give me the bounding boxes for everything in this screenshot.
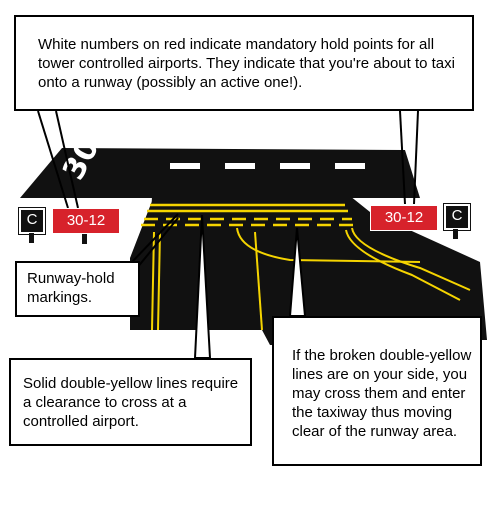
hold-sign-left: 30-12 [52, 208, 120, 234]
callout-runway-hold-markings: Runway-hold markings. [15, 261, 140, 317]
location-sign-left: C [18, 207, 46, 235]
pointer-line [37, 110, 69, 209]
runway-surface [20, 148, 420, 198]
sign-post [453, 229, 458, 239]
pointer-line [55, 110, 79, 209]
taxiway-curve-line [345, 229, 461, 301]
runway-centerline-dash [170, 163, 200, 169]
taxiway-curve-line [236, 227, 421, 263]
sign-post [82, 234, 87, 244]
callout-broken-lines: If the broken double-yellow lines are on… [272, 316, 482, 466]
runway-centerline-dash [280, 163, 310, 169]
sign-post [400, 231, 405, 241]
callout-mandatory-hold: White numbers on red indicate mandatory … [14, 15, 474, 111]
location-sign-right: C [443, 203, 471, 231]
hold-sign-right: 30-12 [370, 205, 438, 231]
taxiway-curve-line [351, 227, 471, 291]
runway-centerline-dash [335, 163, 365, 169]
callout-solid-lines: Solid double-yellow lines require a clea… [9, 358, 252, 446]
taxiway-edge-line [254, 231, 263, 331]
runway-centerline-dash [225, 163, 255, 169]
pointer-line [413, 110, 419, 205]
taxiway-edge-line [157, 231, 161, 331]
sign-post [29, 233, 34, 243]
pointer-line [399, 110, 406, 205]
pointer-line [131, 213, 179, 263]
